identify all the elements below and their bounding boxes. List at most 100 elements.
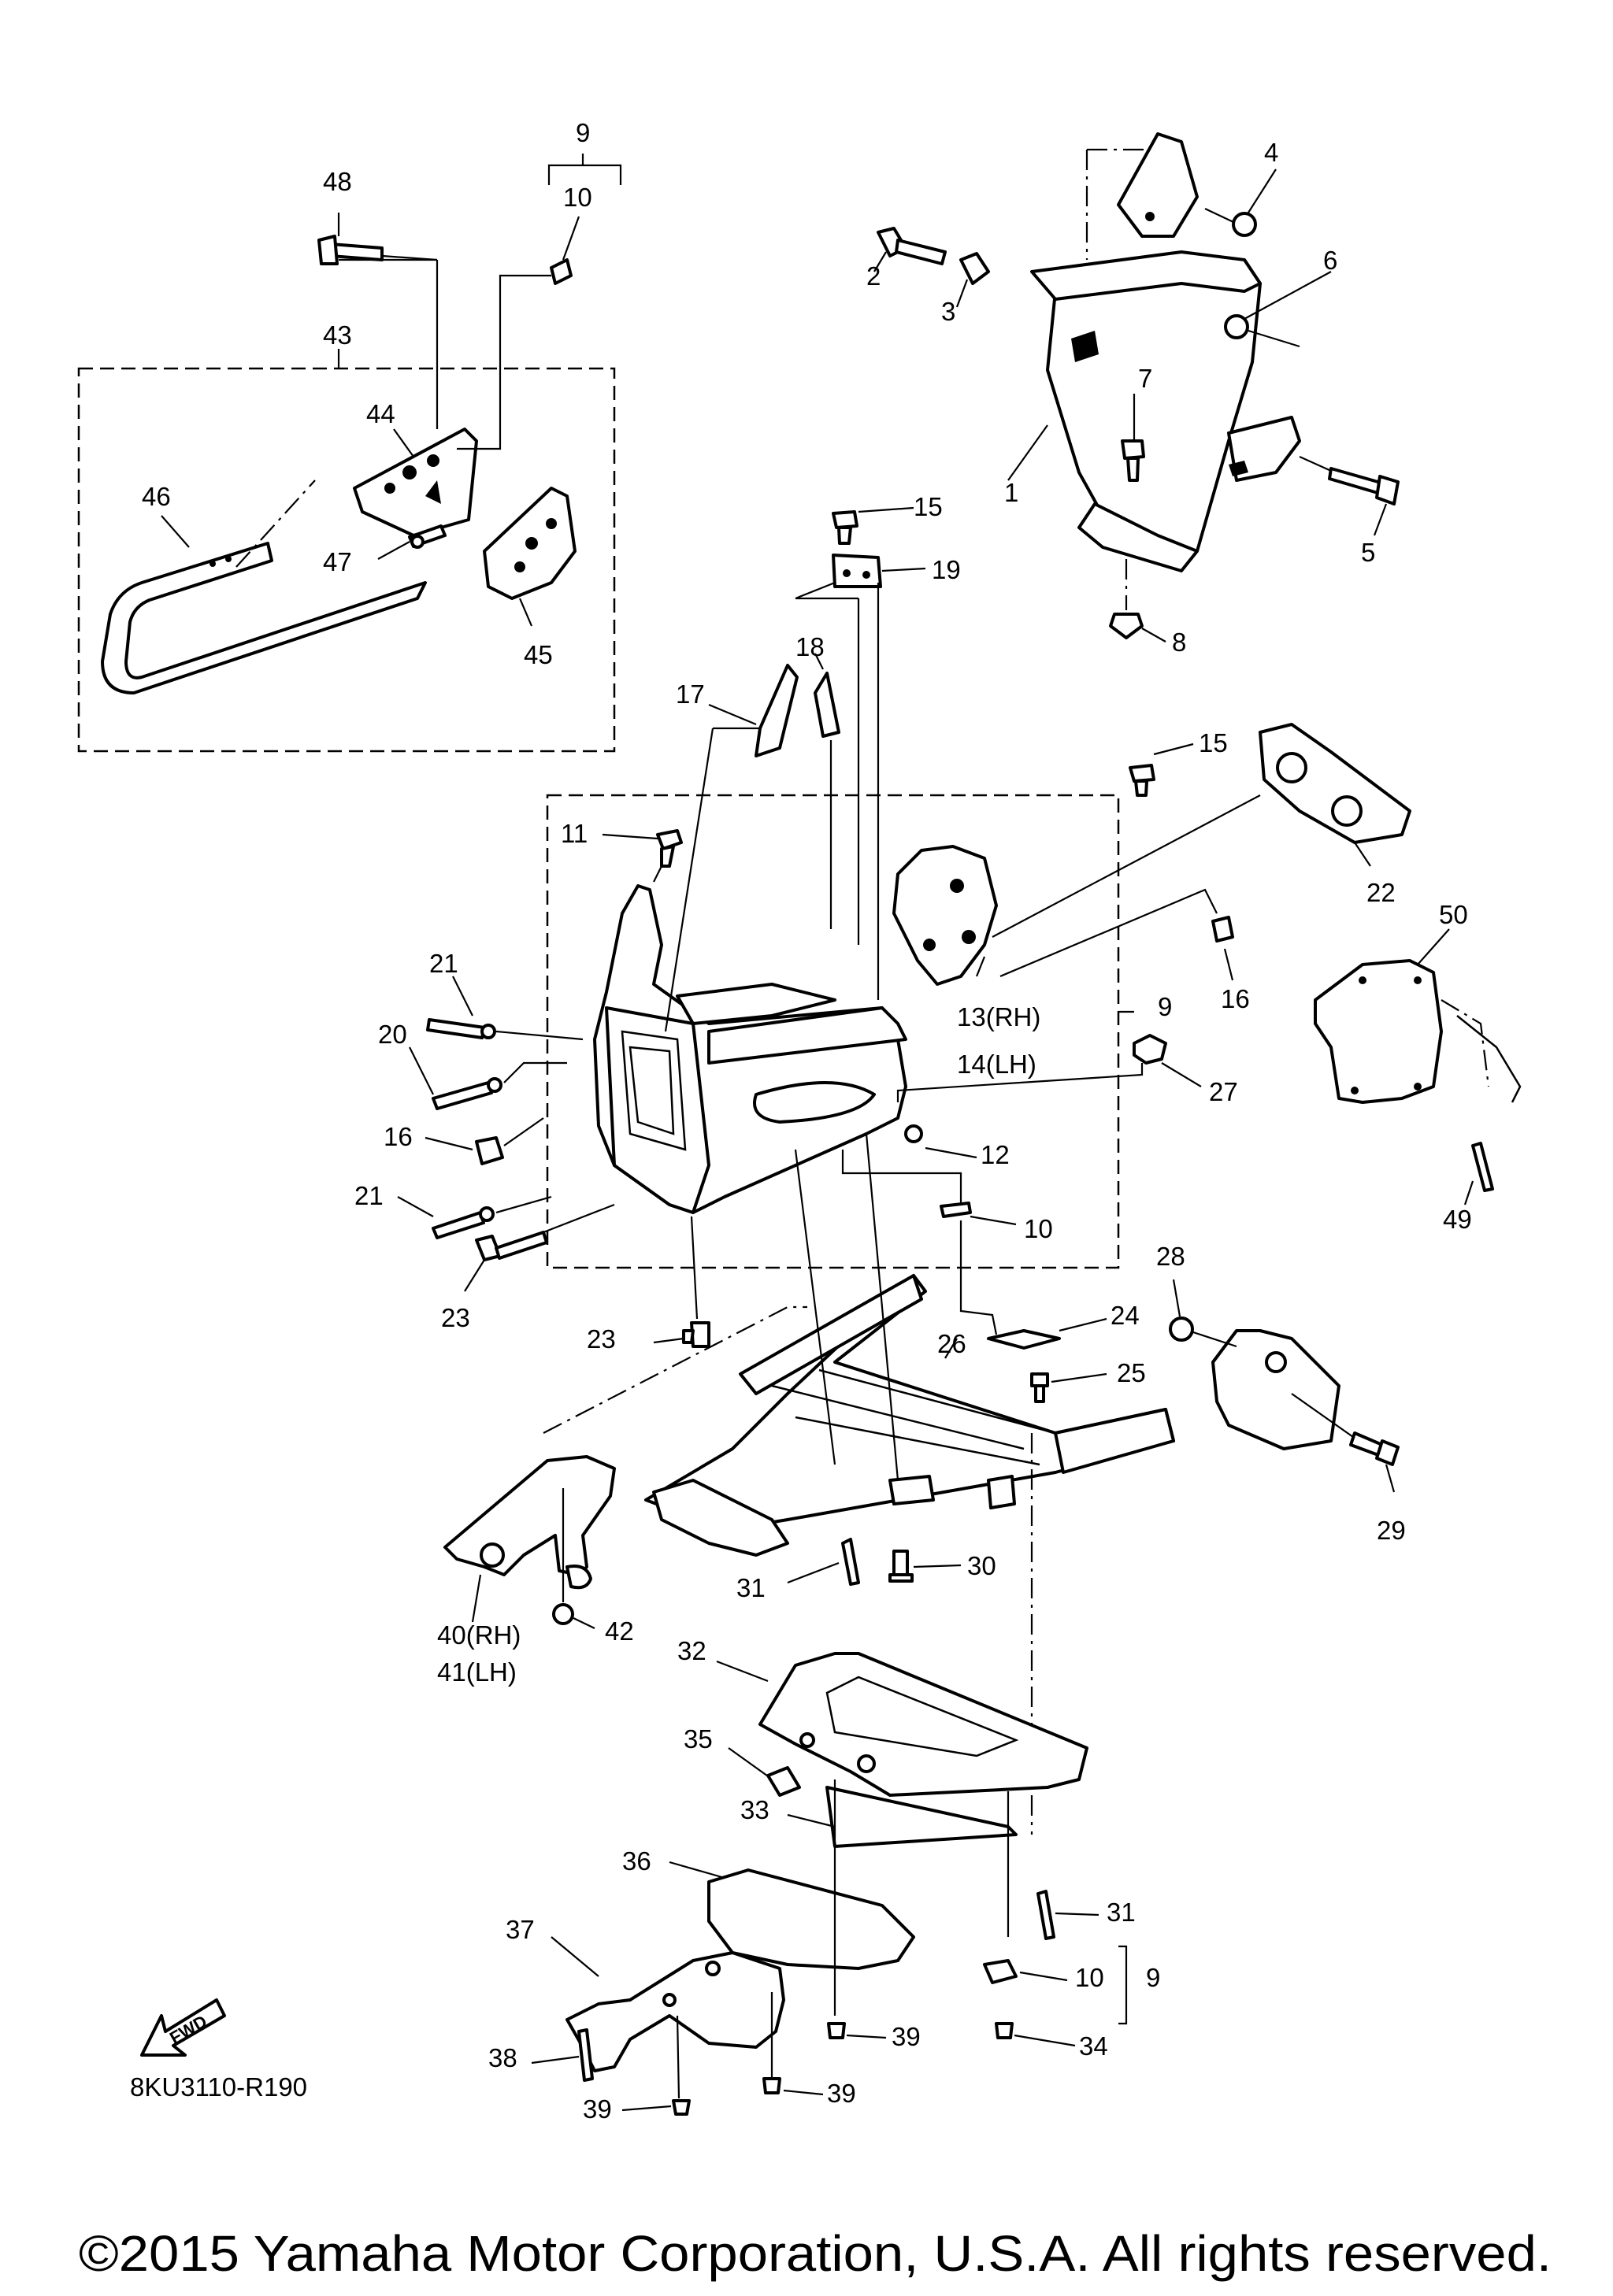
callout-21-top: 21 (429, 949, 458, 978)
part-38-rivet[interactable] (577, 2028, 594, 2082)
part-49-rivet[interactable] (1471, 1142, 1494, 1192)
part-27-nut[interactable] (1133, 1034, 1167, 1065)
callout-16-right: 16 (1221, 984, 1250, 1013)
callout-17: 17 (676, 680, 705, 709)
part-48-bolt[interactable] (317, 235, 384, 265)
part-26-chassis[interactable] (644, 1274, 1175, 1557)
part-15-bolt-right[interactable] (1129, 764, 1155, 797)
callout-6: 6 (1323, 246, 1337, 275)
callout-9-top: 9 (576, 118, 590, 147)
part-42-nut[interactable] (552, 1603, 574, 1625)
callout-32: 32 (677, 1636, 706, 1665)
part-11-bolt[interactable] (656, 829, 683, 868)
callout-5: 5 (1361, 538, 1375, 567)
part-39-screw-right[interactable] (827, 2022, 846, 2039)
part-31-rivet-right[interactable] (1036, 1890, 1055, 1940)
part-23-bolt-bottom[interactable] (682, 1321, 710, 1348)
part-23-bolt-left[interactable] (475, 1231, 548, 1261)
fwd-arrow-icon: FWD (140, 1998, 226, 2057)
callout-14: 14(LH) (957, 1050, 1036, 1079)
callout-48: 48 (323, 167, 352, 196)
part-2-bolt[interactable] (877, 227, 947, 265)
callout-46: 46 (142, 482, 171, 511)
part-28-nut[interactable] (1169, 1316, 1194, 1342)
callout-20: 20 (378, 1020, 407, 1049)
callout-4: 4 (1264, 138, 1278, 167)
part-34-screw[interactable] (995, 2022, 1014, 2039)
part-31-rivet-center[interactable] (841, 1538, 860, 1586)
callout-8: 8 (1172, 628, 1186, 657)
callout-23-left: 23 (441, 1303, 470, 1332)
part-8-nut[interactable] (1109, 613, 1144, 639)
kit-9-outline (546, 794, 1120, 1269)
part-1-front-bracket[interactable] (1030, 250, 1301, 572)
copyright-notice: ©2015 Yamaha Motor Corporation, U.S.A. A… (79, 2225, 1552, 2282)
part-24-plate[interactable] (987, 1329, 1061, 1350)
callout-10-middle: 10 (1024, 1214, 1053, 1243)
part-37-guard[interactable] (565, 1951, 785, 2072)
callout-31-right: 31 (1107, 1898, 1136, 1927)
part-44-bracket[interactable] (353, 428, 478, 537)
part-46-bumper-bar[interactable] (101, 542, 427, 694)
part-39-screw-left[interactable] (672, 2099, 691, 2116)
callout-47: 47 (323, 547, 352, 576)
part-40-41-bracket[interactable] (443, 1455, 616, 1590)
part-rear-bracket[interactable] (1211, 1329, 1340, 1450)
part-10-clip-middle[interactable] (940, 1202, 972, 1218)
part-25-bolt[interactable] (1030, 1372, 1049, 1403)
callout-26: 26 (937, 1329, 966, 1358)
part-39-screw-center[interactable] (762, 2077, 781, 2094)
part-32-skid-plate[interactable] (758, 1652, 1088, 1797)
part-20-rivet[interactable] (432, 1077, 502, 1110)
callout-3: 3 (941, 297, 955, 326)
part-19-plate[interactable] (832, 554, 882, 588)
callout-28: 28 (1156, 1242, 1185, 1271)
callout-16-left: 16 (384, 1122, 413, 1151)
callout-21-bottom: 21 (354, 1181, 384, 1210)
part-50-plate[interactable] (1314, 959, 1443, 1104)
callout-31-center: 31 (736, 1573, 766, 1602)
part-12-bolt[interactable] (904, 1124, 923, 1143)
part-15-bolt-upper[interactable] (832, 510, 858, 545)
part-21-rivet-top[interactable] (426, 1018, 496, 1039)
part-7-bolt[interactable] (1121, 439, 1145, 482)
part-4-nut[interactable] (1232, 212, 1257, 237)
callout-39-center: 39 (827, 2079, 856, 2108)
part-bracket-upper[interactable] (1117, 132, 1199, 238)
part-35-clip[interactable] (766, 1766, 801, 1797)
part-5-bolt[interactable] (1328, 467, 1400, 505)
callout-30: 30 (967, 1551, 996, 1580)
callout-9-bottom: 9 (1146, 1963, 1160, 1992)
part-22-plate[interactable] (1259, 723, 1411, 844)
part-17-gusset[interactable] (755, 664, 799, 757)
part-21-rivet-bottom[interactable] (432, 1206, 495, 1239)
part-29-bolt[interactable] (1349, 1431, 1400, 1466)
part-6-nut[interactable] (1224, 314, 1249, 339)
kit-43-outline (77, 367, 616, 753)
callout-36: 36 (622, 1846, 651, 1876)
part-10-clip-bottom[interactable] (983, 1959, 1018, 1984)
callout-38: 38 (488, 2043, 517, 2072)
part-13-14-shock-mount[interactable] (892, 845, 998, 986)
part-3-clip[interactable] (959, 252, 990, 285)
callout-10-bottom: 10 (1075, 1963, 1104, 1992)
part-10-clip-top[interactable] (550, 258, 573, 285)
callout-2: 2 (866, 261, 881, 291)
callout-42: 42 (605, 1616, 634, 1646)
callout-24: 24 (1111, 1301, 1140, 1330)
callout-39-left: 39 (583, 2094, 612, 2124)
part-47-rivet[interactable] (408, 524, 447, 549)
part-16-damper-right[interactable] (1211, 916, 1234, 942)
part-45-bracket[interactable] (483, 487, 577, 600)
part-16-damper-left[interactable] (475, 1136, 504, 1165)
part-front-frame[interactable] (593, 884, 907, 1214)
part-18-gusset[interactable] (814, 672, 840, 738)
callout-37: 37 (506, 1915, 535, 1944)
callout-45: 45 (524, 640, 553, 669)
part-36-plate[interactable] (707, 1868, 915, 1970)
part-30-bolt[interactable] (888, 1550, 914, 1583)
part-33-plate[interactable] (825, 1786, 1018, 1848)
callout-23-bottom: 23 (587, 1324, 616, 1354)
callout-9-frame: 9 (1158, 992, 1172, 1021)
callout-39-right: 39 (892, 2022, 921, 2051)
